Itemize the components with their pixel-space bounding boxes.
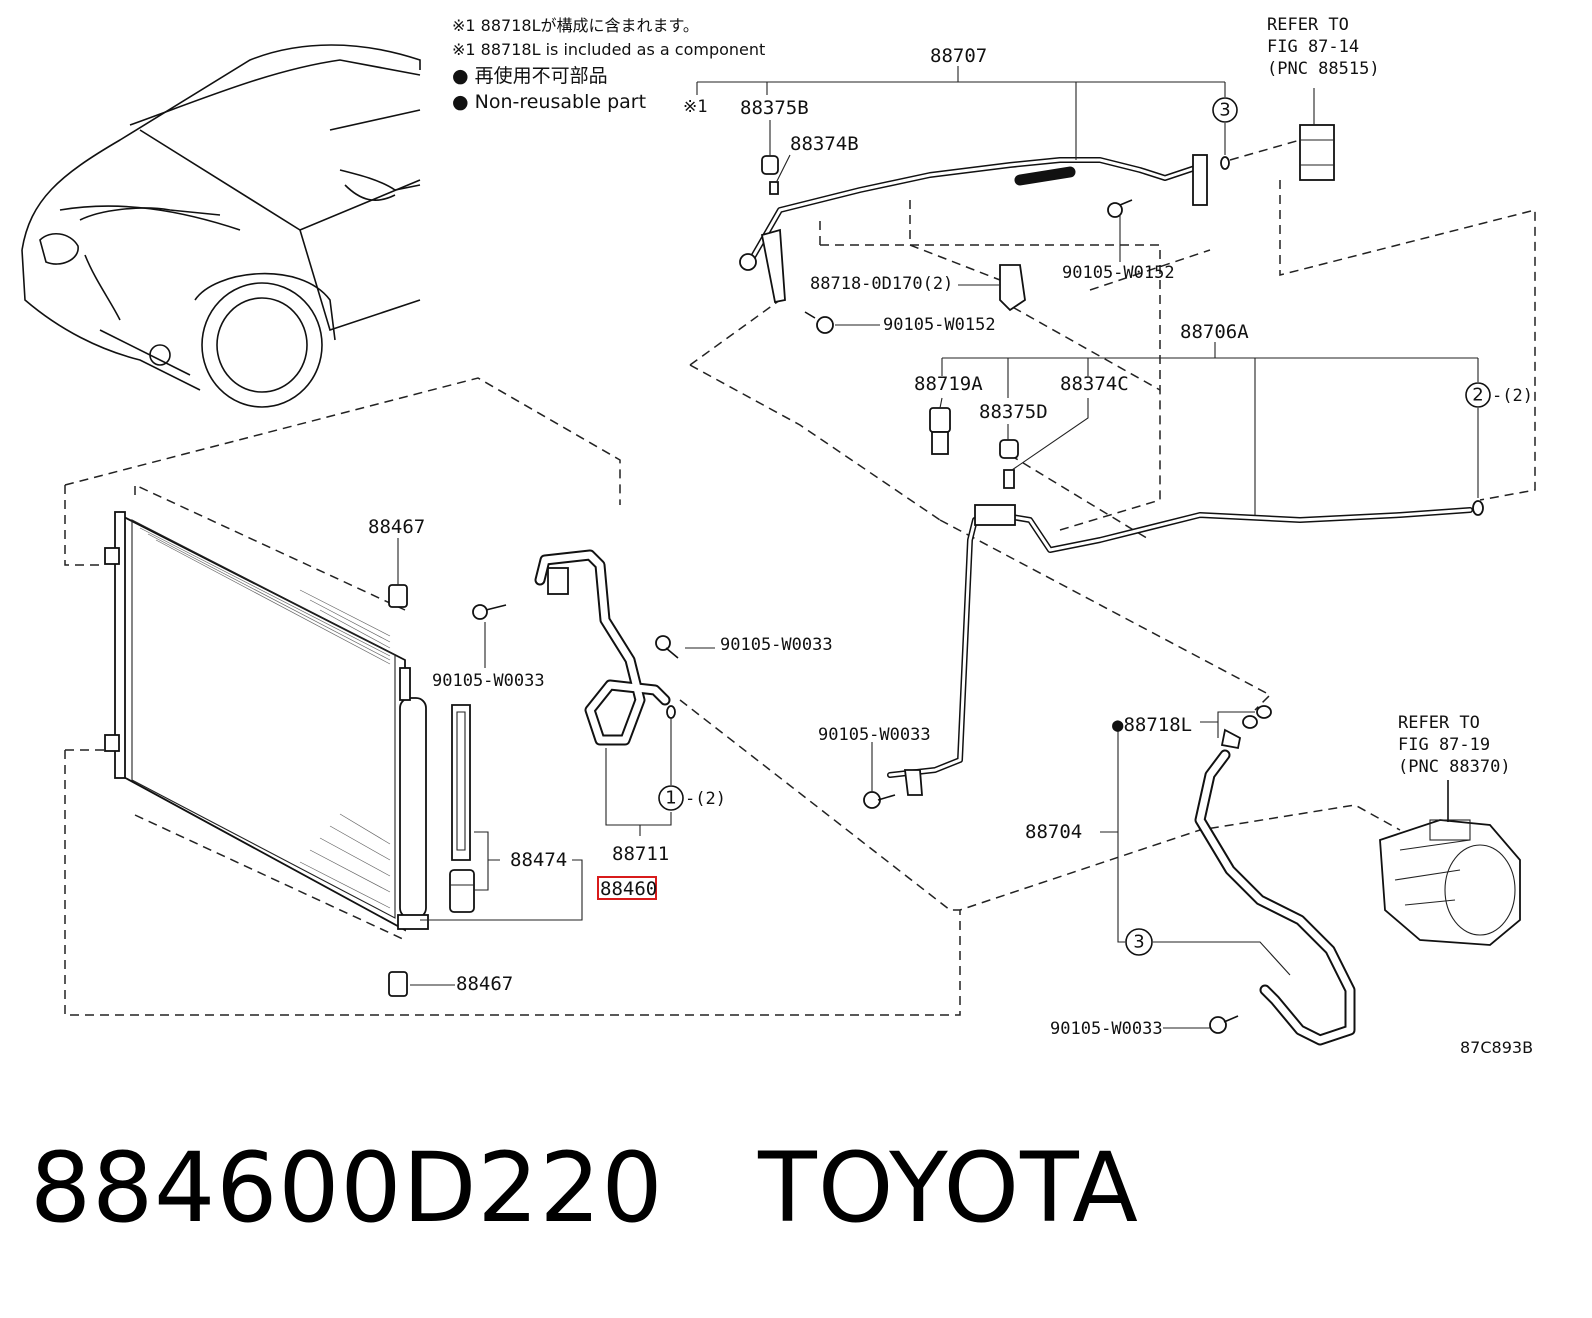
bolt-90105-w0033-a <box>472 604 507 620</box>
label-88467-bottom: 88467 <box>456 973 513 995</box>
label-90105-W0033-c: 90105-W0033 <box>818 725 931 745</box>
tube-88706A <box>887 500 1484 796</box>
note-nonreusable-en: ● Non-reusable part <box>452 91 646 113</box>
label-90105-W0033-a: 90105-W0033 <box>432 671 545 691</box>
label-88467-top: 88467 <box>368 516 425 538</box>
bolt-90105-w0152-b <box>804 311 834 334</box>
svg-text:2: 2 <box>1472 385 1483 406</box>
svg-text:3: 3 <box>1133 932 1144 953</box>
label-88719A: 88719A <box>914 373 983 395</box>
leader-lines <box>397 66 1479 1029</box>
label-90105-W0033-d: 90105-W0033 <box>1050 1019 1163 1039</box>
refer-top-line3: (PNC 88515) <box>1267 59 1380 79</box>
condenser-88460 <box>104 511 429 932</box>
valve-88374C <box>1003 469 1015 489</box>
callout-1-quantity: -(2) <box>685 789 726 809</box>
label-90105-W0152-b: 90105-W0152 <box>883 315 996 335</box>
label-88474: 88474 <box>510 849 567 871</box>
label-star1: ※1 <box>683 97 707 117</box>
bushing-88467-top <box>388 584 408 608</box>
bolt-90105-w0033-c <box>863 791 896 809</box>
desiccant-88474 <box>449 704 475 913</box>
suction-hose-88704 <box>1194 728 1356 1046</box>
car-illustration <box>21 44 421 408</box>
bushing-88467-bottom <box>388 971 408 997</box>
label-88707: 88707 <box>930 45 987 67</box>
note-component-en: ※1 88718L is included as a component <box>452 40 765 59</box>
highlight-88460 <box>597 876 657 900</box>
compressor <box>1379 780 1521 946</box>
bolt-90105-w0152-a <box>1107 199 1133 218</box>
expansion-valve <box>1299 124 1335 181</box>
brand-name: TOYOTA <box>758 1132 1139 1244</box>
assembly-boundaries <box>64 139 1536 1016</box>
label-88375B: 88375B <box>740 97 809 119</box>
refer-top-line2: FIG 87-14 <box>1267 37 1359 57</box>
label-90105-W0152-a: 90105-W0152 <box>1062 263 1175 283</box>
label-88704: 88704 <box>1025 821 1082 843</box>
parts-diagram: ※1 88718Lが構成に含まれます。 ※1 88718L is include… <box>21 15 1536 1057</box>
callout-3-bottom: 3 <box>1125 928 1153 956</box>
refer-right-line2: FIG 87-19 <box>1398 735 1490 755</box>
callout-3-top: 3 <box>1212 97 1238 123</box>
valve-88374B <box>769 181 779 195</box>
label-88460: 88460 <box>600 878 657 900</box>
label-88706A: 88706A <box>1180 321 1249 343</box>
svg-text:3: 3 <box>1219 100 1230 121</box>
orings-88718L <box>1242 705 1272 729</box>
cap-88375D <box>999 439 1019 459</box>
label-88375D: 88375D <box>979 401 1048 423</box>
refer-top-line1: REFER TO <box>1267 15 1349 35</box>
refer-right-line1: REFER TO <box>1398 713 1480 733</box>
note-nonreusable-jp: ● 再使用不可部品 <box>452 65 608 87</box>
label-90105-W0033-b: 90105-W0033 <box>720 635 833 655</box>
callout-1: 1 -(2) <box>658 785 726 811</box>
refer-right-line3: (PNC 88370) <box>1398 757 1511 777</box>
tube-88707 <box>739 154 1230 304</box>
callout-2-quantity: -(2) <box>1492 386 1533 406</box>
label-88374B: 88374B <box>790 133 859 155</box>
label-88718L: ●88718L <box>1112 714 1192 736</box>
part-number: 884600D220 <box>30 1132 664 1244</box>
clamp-88718-0D170 <box>999 264 1026 312</box>
illustration-code: 87C893B <box>1460 1038 1533 1057</box>
pressure-switch-88719A <box>929 407 951 455</box>
discharge-hose-88711 <box>534 549 676 746</box>
bolt-90105-w0033-d <box>1209 1015 1239 1034</box>
label-88374C: 88374C <box>1060 373 1129 395</box>
label-88711: 88711 <box>612 843 669 865</box>
callout-2: 2 -(2) <box>1465 382 1533 408</box>
label-88718-0D170: 88718-0D170(2) <box>810 274 953 294</box>
part-caption: 884600D220 TOYOTA <box>30 1140 1139 1236</box>
note-component-jp: ※1 88718Lが構成に含まれます。 <box>452 16 699 35</box>
cap-88375B <box>761 155 779 175</box>
svg-text:1: 1 <box>665 788 676 809</box>
bolt-90105-w0033-b <box>655 635 679 659</box>
